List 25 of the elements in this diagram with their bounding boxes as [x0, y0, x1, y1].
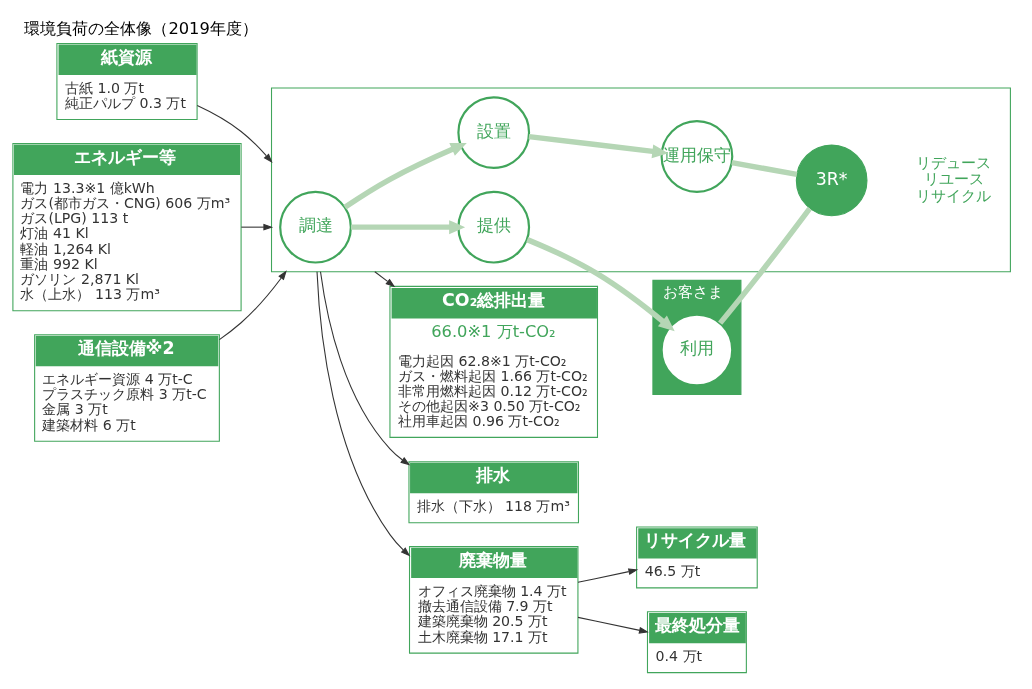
arrow: [577, 616, 649, 634]
node-circle: 調達: [279, 190, 352, 264]
arrow: [196, 105, 273, 164]
arrow: [577, 568, 639, 583]
arrow: [343, 142, 467, 210]
node-circle: 提供: [457, 190, 531, 264]
arrow: [350, 220, 466, 235]
node-circle: 3R*: [795, 144, 868, 217]
connector: [731, 159, 798, 177]
connector: [718, 206, 812, 325]
node-label: リサイクル: [916, 186, 992, 205]
arrow: [528, 133, 669, 159]
arrow: [240, 223, 274, 231]
arrow: [316, 271, 411, 557]
arrow: [319, 271, 411, 466]
node-circle: 設置: [457, 96, 531, 169]
node-circle: 運用保守: [660, 120, 734, 193]
arrow: [218, 270, 287, 341]
arrow: [374, 271, 396, 288]
cluster: [270, 87, 1011, 273]
node-label: リユース: [923, 170, 984, 189]
diagram-title: 環境負荷の全体像（2019年度）: [24, 18, 258, 38]
node-circle: 利用: [660, 313, 734, 387]
arrow: [526, 237, 675, 332]
node-label: リデュース: [916, 154, 992, 173]
